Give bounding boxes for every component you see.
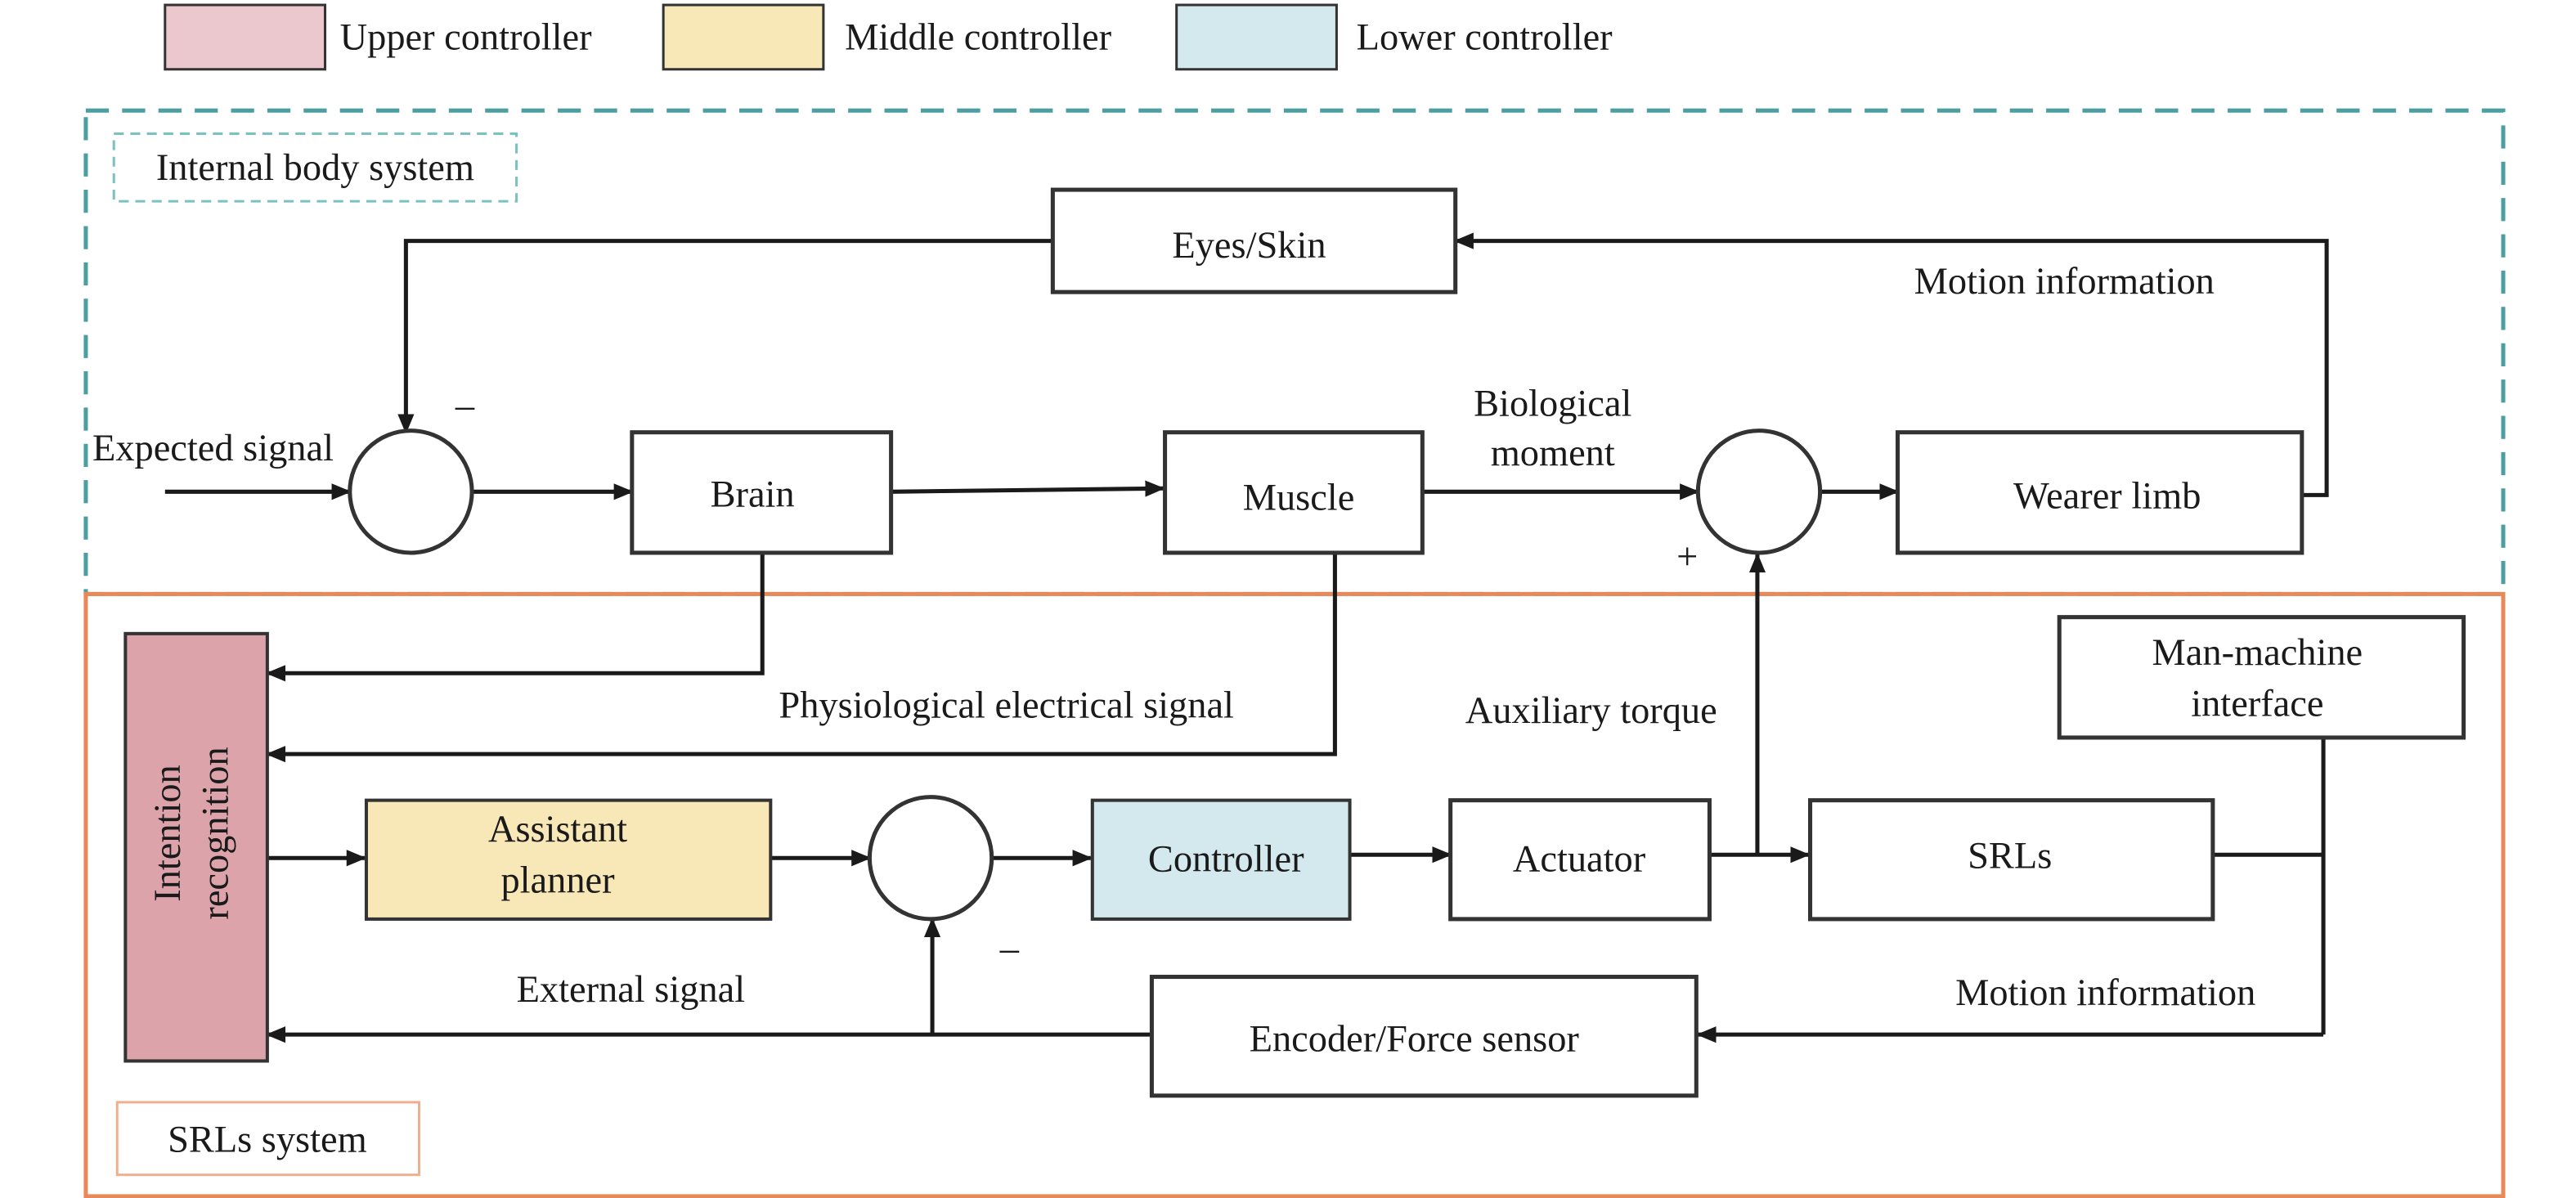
minus-sign-bottom: – xyxy=(999,927,1020,969)
controller-block xyxy=(1090,798,1352,921)
legend-swatch-middle xyxy=(662,3,825,71)
motion-info-top-label: Motion information xyxy=(1914,261,2215,303)
wearer-limb-block xyxy=(1895,430,2304,555)
assistant-planner-block xyxy=(364,798,773,921)
legend-swatch-upper xyxy=(164,3,327,71)
biological-moment-label-2: moment xyxy=(1491,433,1615,474)
muscle-to-intention-arrow xyxy=(265,552,1337,763)
summing-junction-1 xyxy=(348,428,474,555)
brain-block xyxy=(630,430,894,555)
encoder-force-sensor-label: Encoder/Force sensor xyxy=(1250,1018,1580,1060)
controller-label: Controller xyxy=(1148,838,1304,880)
muscle-block xyxy=(1163,430,1425,555)
actuator-label: Actuator xyxy=(1513,838,1646,880)
intention-recognition-label-2: recognition xyxy=(195,747,236,919)
minus-sign-top: – xyxy=(455,385,475,427)
internal-body-system-label: Internal body system xyxy=(156,147,474,189)
expected-signal-label: Expected signal xyxy=(92,428,334,469)
legend-label-lower: Lower controller xyxy=(1357,17,1613,59)
external-signal-label: External signal xyxy=(517,969,746,1011)
assistant-planner-label-1: Assistant xyxy=(488,809,627,850)
srls-system-label-box xyxy=(115,1101,421,1177)
summing-junction-2 xyxy=(1695,428,1823,555)
man-machine-interface-block xyxy=(2057,615,2466,740)
intention-recognition-label-1: Intention xyxy=(147,765,189,902)
eyes-feedback-arrow xyxy=(397,239,1053,434)
srls-block xyxy=(1808,798,2215,922)
brain-to-muscle-arrow xyxy=(891,480,1165,497)
legend-label-middle: Middle controller xyxy=(845,17,1111,59)
physiological-signal-label: Physiological electrical signal xyxy=(779,685,1234,727)
srls-system-frame xyxy=(83,591,2506,1198)
legend-label-upper: Upper controller xyxy=(340,17,592,59)
encoder-force-sensor-block xyxy=(1149,975,1699,1098)
intention-recognition-block xyxy=(123,631,269,1063)
srls-system-label: SRLs system xyxy=(168,1119,367,1160)
man-machine-interface-label-2: interface xyxy=(2191,684,2323,725)
eyes-skin-block xyxy=(1050,187,1458,294)
biological-moment-label-1: Biological xyxy=(1474,383,1631,424)
wearer-limb-label: Wearer limb xyxy=(2013,475,2201,517)
eyes-skin-label: Eyes/Skin xyxy=(1172,225,1326,267)
man-machine-interface-label-1: Man-machine xyxy=(2152,632,2363,674)
srls-label: SRLs xyxy=(1968,835,2052,877)
motion-info-bottom-label: Motion information xyxy=(1955,972,2255,1014)
actuator-block xyxy=(1448,798,1712,922)
brain-label: Brain xyxy=(711,473,795,515)
muscle-label: Muscle xyxy=(1243,478,1355,519)
internal-body-system-label-box xyxy=(112,132,518,203)
brain-to-intention-arrow xyxy=(265,552,765,682)
assistant-planner-label-2: planner xyxy=(500,860,615,902)
auxiliary-torque-label: Auxiliary torque xyxy=(1465,690,1717,732)
summing-junction-3 xyxy=(867,795,994,922)
plus-sign: + xyxy=(1676,536,1698,578)
legend-swatch-lower xyxy=(1175,3,1338,71)
motion-info-top-arrow xyxy=(1453,232,2329,497)
